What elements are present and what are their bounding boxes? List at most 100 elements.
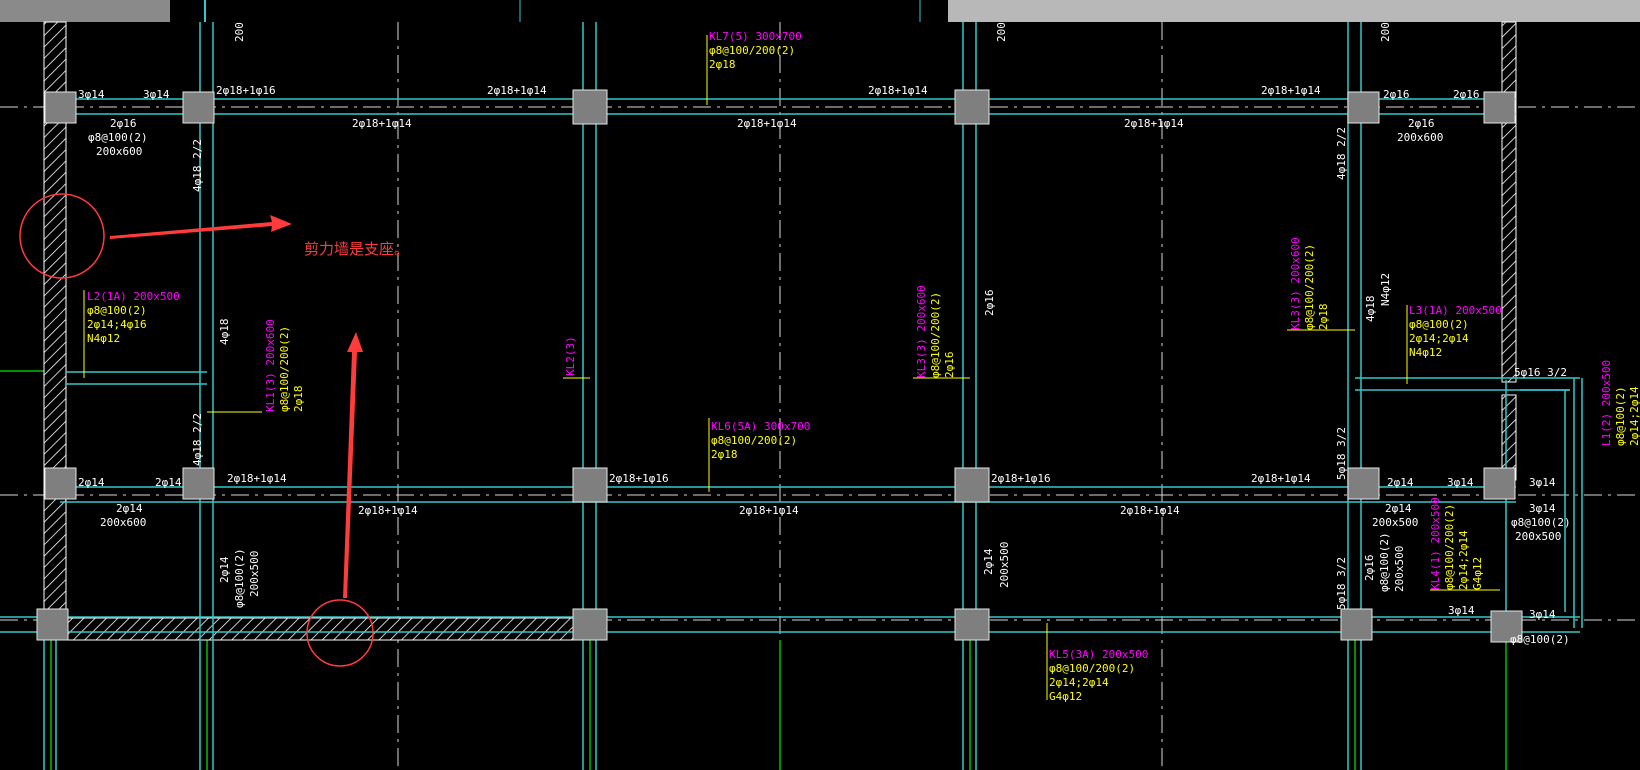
column <box>954 467 990 503</box>
right-block-label: 2φ16 <box>1408 117 1435 130</box>
beam-bars-l2: 2φ14;4φ16 <box>87 318 147 331</box>
left-block-label: 2φ16 <box>110 117 137 130</box>
row1-mid-label: 2φ18+1φ14 <box>352 117 412 130</box>
row3-labels: 3φ14 3φ14 φ8@100(2) <box>1448 604 1570 646</box>
beam-name-l1: L1(2) 200x500 <box>1600 360 1613 446</box>
row2-label: 2φ18+1φ16 <box>609 472 669 485</box>
red-annotation: 剪力墙是支座。 <box>19 193 409 667</box>
row2-label: 3φ14 <box>1529 476 1556 489</box>
beam-name-kl3b: KL3(3) 200x600 <box>1289 237 1302 330</box>
column <box>1490 610 1523 643</box>
beam-top-kl3b: 2φ18 <box>1317 304 1330 331</box>
beam-name-kl5: KL5(3A) 200x500 <box>1049 648 1148 661</box>
row1-mid-label: 2φ18+1φ14 <box>1124 117 1184 130</box>
beam-side-l3: N4φ12 <box>1409 346 1442 359</box>
row1-label: 3φ14 <box>78 88 105 101</box>
vertical-label: 200x500 <box>248 551 261 597</box>
beam-bars-l3: 2φ14;2φ14 <box>1409 332 1469 345</box>
left-block-label: 200x600 <box>100 516 146 529</box>
row2-mid-label: 2φ18+1φ14 <box>739 504 799 517</box>
red-circle-wall-left <box>19 193 105 279</box>
row2-mid-label: 2φ18+1φ14 <box>358 504 418 517</box>
column <box>572 467 608 503</box>
row1-label: 3φ14 <box>143 88 170 101</box>
beam-stirrup-kl4: φ8@100/200(2) <box>1443 504 1456 590</box>
row3-label: φ8@100(2) <box>1510 633 1570 646</box>
left-block-label: φ8@100(2) <box>88 131 148 144</box>
shear-wall-right-lower <box>1501 394 1517 481</box>
column <box>1483 467 1516 500</box>
left-block-labels: 2φ16 φ8@100(2) 200x600 2φ14 200x600 <box>88 117 148 529</box>
beam-side-kl4: G4φ12 <box>1471 557 1484 590</box>
row2-mid-label: 2φ18+1φ14 <box>1120 504 1180 517</box>
vertical-label: 4φ18 <box>218 319 231 346</box>
vertical-label: 5φ18 3/2 <box>1335 427 1348 480</box>
beam-stirrup-kl7: φ8@100/200(2) <box>709 44 795 57</box>
beam-name-kl2: KL2(3) <box>564 336 577 376</box>
right-block-label: 200x600 <box>1397 131 1443 144</box>
beam-name-l2: L2(1A) 200x500 <box>87 290 180 303</box>
beam-bars-l1: 2φ14;2φ14 <box>1628 386 1640 446</box>
vertical-label: 5φ16 3/2 <box>1514 366 1567 379</box>
column <box>572 608 608 641</box>
vertical-label: 5φ18 3/2 <box>1335 557 1348 610</box>
right-block-label: 200x500 <box>1372 516 1418 529</box>
toolbar-segment-left <box>0 0 170 22</box>
beam-bars-kl5: 2φ14;2φ14 <box>1049 676 1109 689</box>
row3-label: 3φ14 <box>1448 604 1475 617</box>
row2-label: 2φ14 <box>155 476 182 489</box>
beam-top-kl3: 2φ16 <box>943 352 956 379</box>
row1-label: 2φ18+1φ14 <box>1261 84 1321 97</box>
beam-side-kl5: G4φ12 <box>1049 690 1082 703</box>
row1-label: 2φ18+1φ14 <box>868 84 928 97</box>
row2-label: 2φ14 <box>78 476 105 489</box>
beam-callouts: KL7(5) 300x700 φ8@100/200(2) 2φ18 L2(1A)… <box>87 30 1640 703</box>
beam-stirrup-kl1: φ8@100/200(2) <box>278 326 291 412</box>
column <box>1347 91 1380 124</box>
beam-stirrup-l2: φ8@100(2) <box>87 304 147 317</box>
vertical-label: 200x500 <box>1393 546 1406 592</box>
beam-name-kl7: KL7(5) 300x700 <box>709 30 802 43</box>
row2-label: 2φ18+1φ14 <box>1251 472 1311 485</box>
red-arrow-up <box>343 332 363 598</box>
shear-wall-bottom <box>65 617 577 641</box>
vertical-label: 2φ14 <box>982 548 995 575</box>
column <box>954 608 990 641</box>
row1-label: 2φ16 <box>1383 88 1410 101</box>
beam-name-l3: L3(1A) 200x500 <box>1409 304 1502 317</box>
green-lines <box>0 370 1507 770</box>
beam-stirrup-l1: φ8@100(2) <box>1614 386 1627 446</box>
row2-label: 2φ14 <box>1387 476 1414 489</box>
row2-label: 2φ18+1φ14 <box>227 472 287 485</box>
beam-bars-kl4: 2φ14;2φ14 <box>1457 530 1470 590</box>
header-fragment-2: 200 <box>995 22 1008 42</box>
shear-wall-right <box>1501 21 1517 383</box>
right-block-label: 3φ14 <box>1529 502 1556 515</box>
column <box>182 91 215 124</box>
row2-label: 3φ14 <box>1447 476 1474 489</box>
right-block-label: φ8@100(2) <box>1511 516 1571 529</box>
column <box>1340 608 1373 641</box>
beam-stirrup-kl5: φ8@100/200(2) <box>1049 662 1135 675</box>
left-block-label: 2φ14 <box>116 502 143 515</box>
row1-label: 2φ18+1φ14 <box>487 84 547 97</box>
columns <box>36 89 1523 643</box>
row1-label: 2φ18+1φ16 <box>216 84 276 97</box>
beam-top-kl6: 2φ18 <box>711 448 738 461</box>
column <box>44 467 77 500</box>
beam-top-kl7: 2φ18 <box>709 58 736 71</box>
beam-stirrup-kl3b: φ8@100/200(2) <box>1303 244 1316 330</box>
vertical-labels: 4φ18 2/2 4φ18 4φ18 2/2 2φ16 4φ18 2/2 4φ1… <box>191 127 1567 610</box>
vertical-label: 4φ18 2/2 <box>191 413 204 466</box>
beam-name-kl3: KL3(3) 200x600 <box>915 285 928 378</box>
beam-stirrup-kl3: φ8@100/200(2) <box>929 292 942 378</box>
column <box>1483 91 1516 124</box>
beam-stirrup-l3: φ8@100(2) <box>1409 318 1469 331</box>
right-block-label: 2φ14 <box>1385 502 1412 515</box>
callout-leaders <box>83 35 1500 700</box>
annotation-note: 剪力墙是支座。 <box>304 240 409 258</box>
column <box>572 89 608 125</box>
red-circle-wall-bottom <box>306 599 374 667</box>
header-fragment-3: 200 <box>1379 22 1392 42</box>
